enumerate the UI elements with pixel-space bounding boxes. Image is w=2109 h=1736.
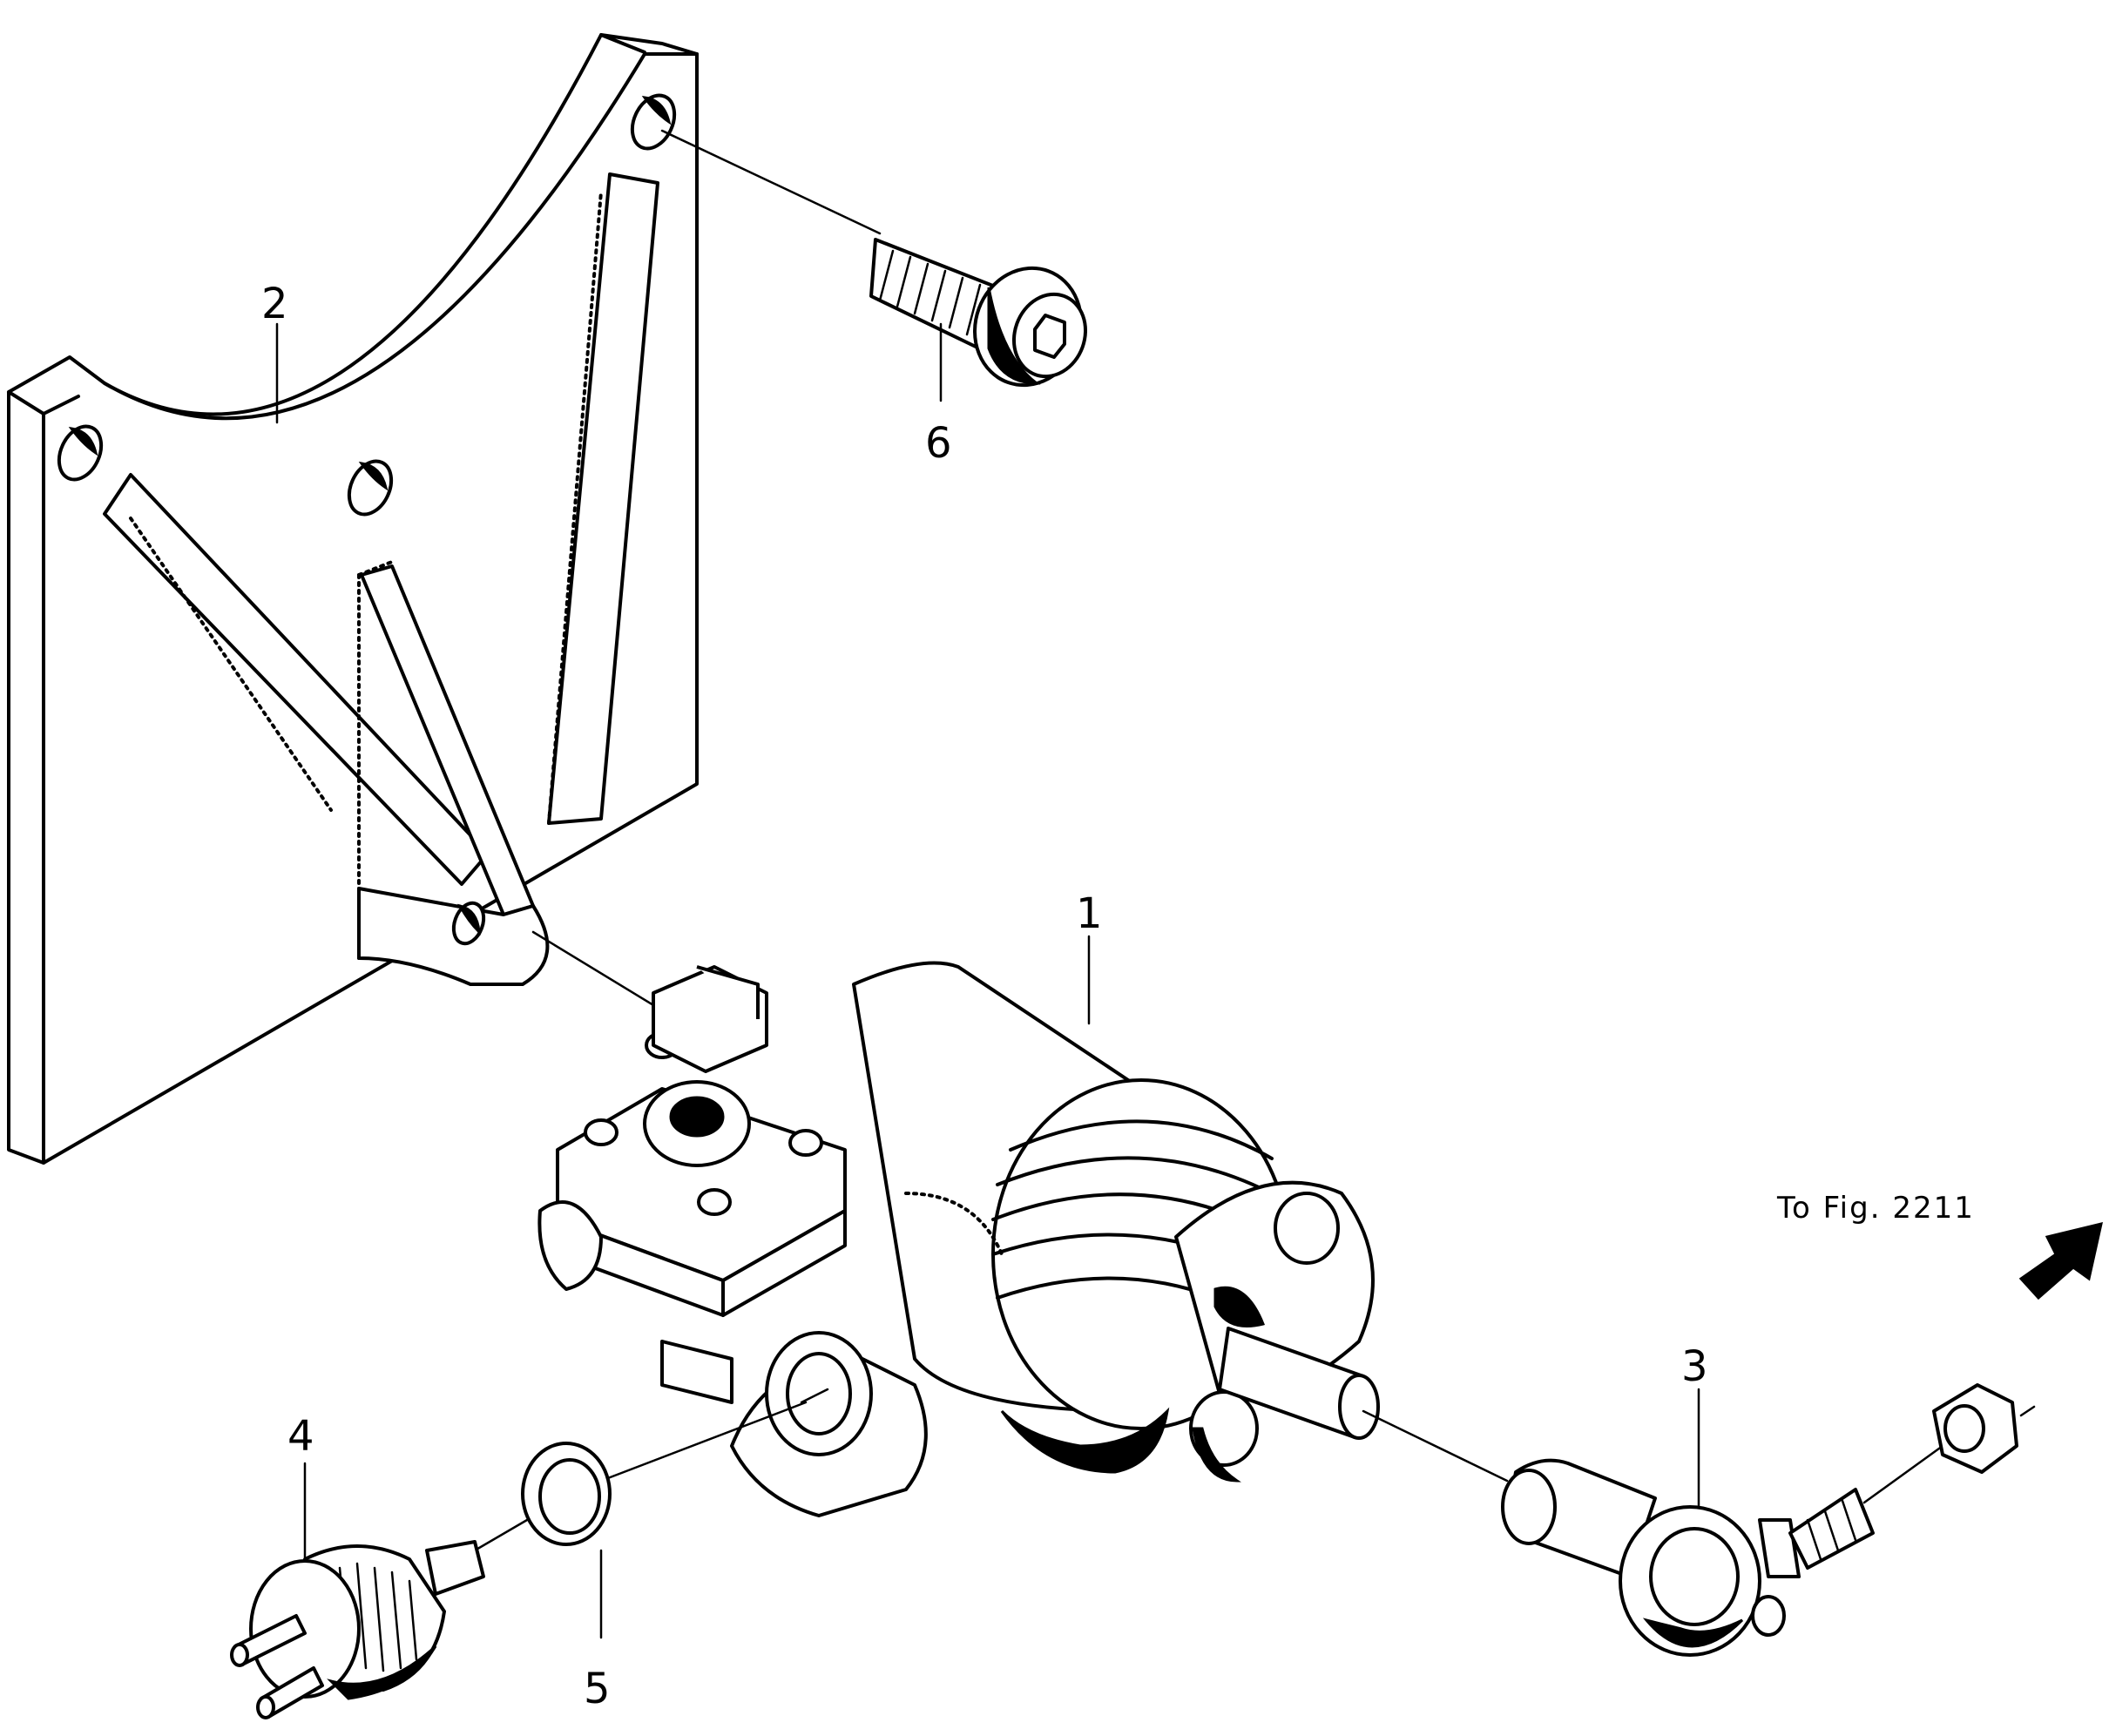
callout-2: 2 — [261, 280, 288, 328]
callout-6: 6 — [925, 419, 952, 468]
valve-actuator-body-part-1 — [531, 930, 1509, 1517]
pressure-switch-part-4 — [230, 1518, 529, 1719]
sealing-washer-part-5 — [521, 1401, 808, 1546]
ball-joint-rod-end-part-3 — [1501, 1383, 2036, 1657]
callout-labels: 2 6 1 3 4 5 — [261, 280, 1708, 1713]
figure-reference-text: To Fig. 2211 — [1776, 1191, 1975, 1226]
callout-5: 5 — [584, 1665, 611, 1713]
figure-reference: To Fig. 2211 — [1776, 1191, 2103, 1300]
cap-screw-part-6 — [660, 129, 1088, 388]
callout-4: 4 — [287, 1412, 314, 1461]
callout-3: 3 — [1681, 1342, 1708, 1391]
callout-1: 1 — [1076, 889, 1103, 938]
mounting-bracket-part-2 — [7, 33, 699, 1165]
leader-lines — [275, 322, 1700, 1639]
arrow-up-right-icon — [2018, 1221, 2103, 1300]
